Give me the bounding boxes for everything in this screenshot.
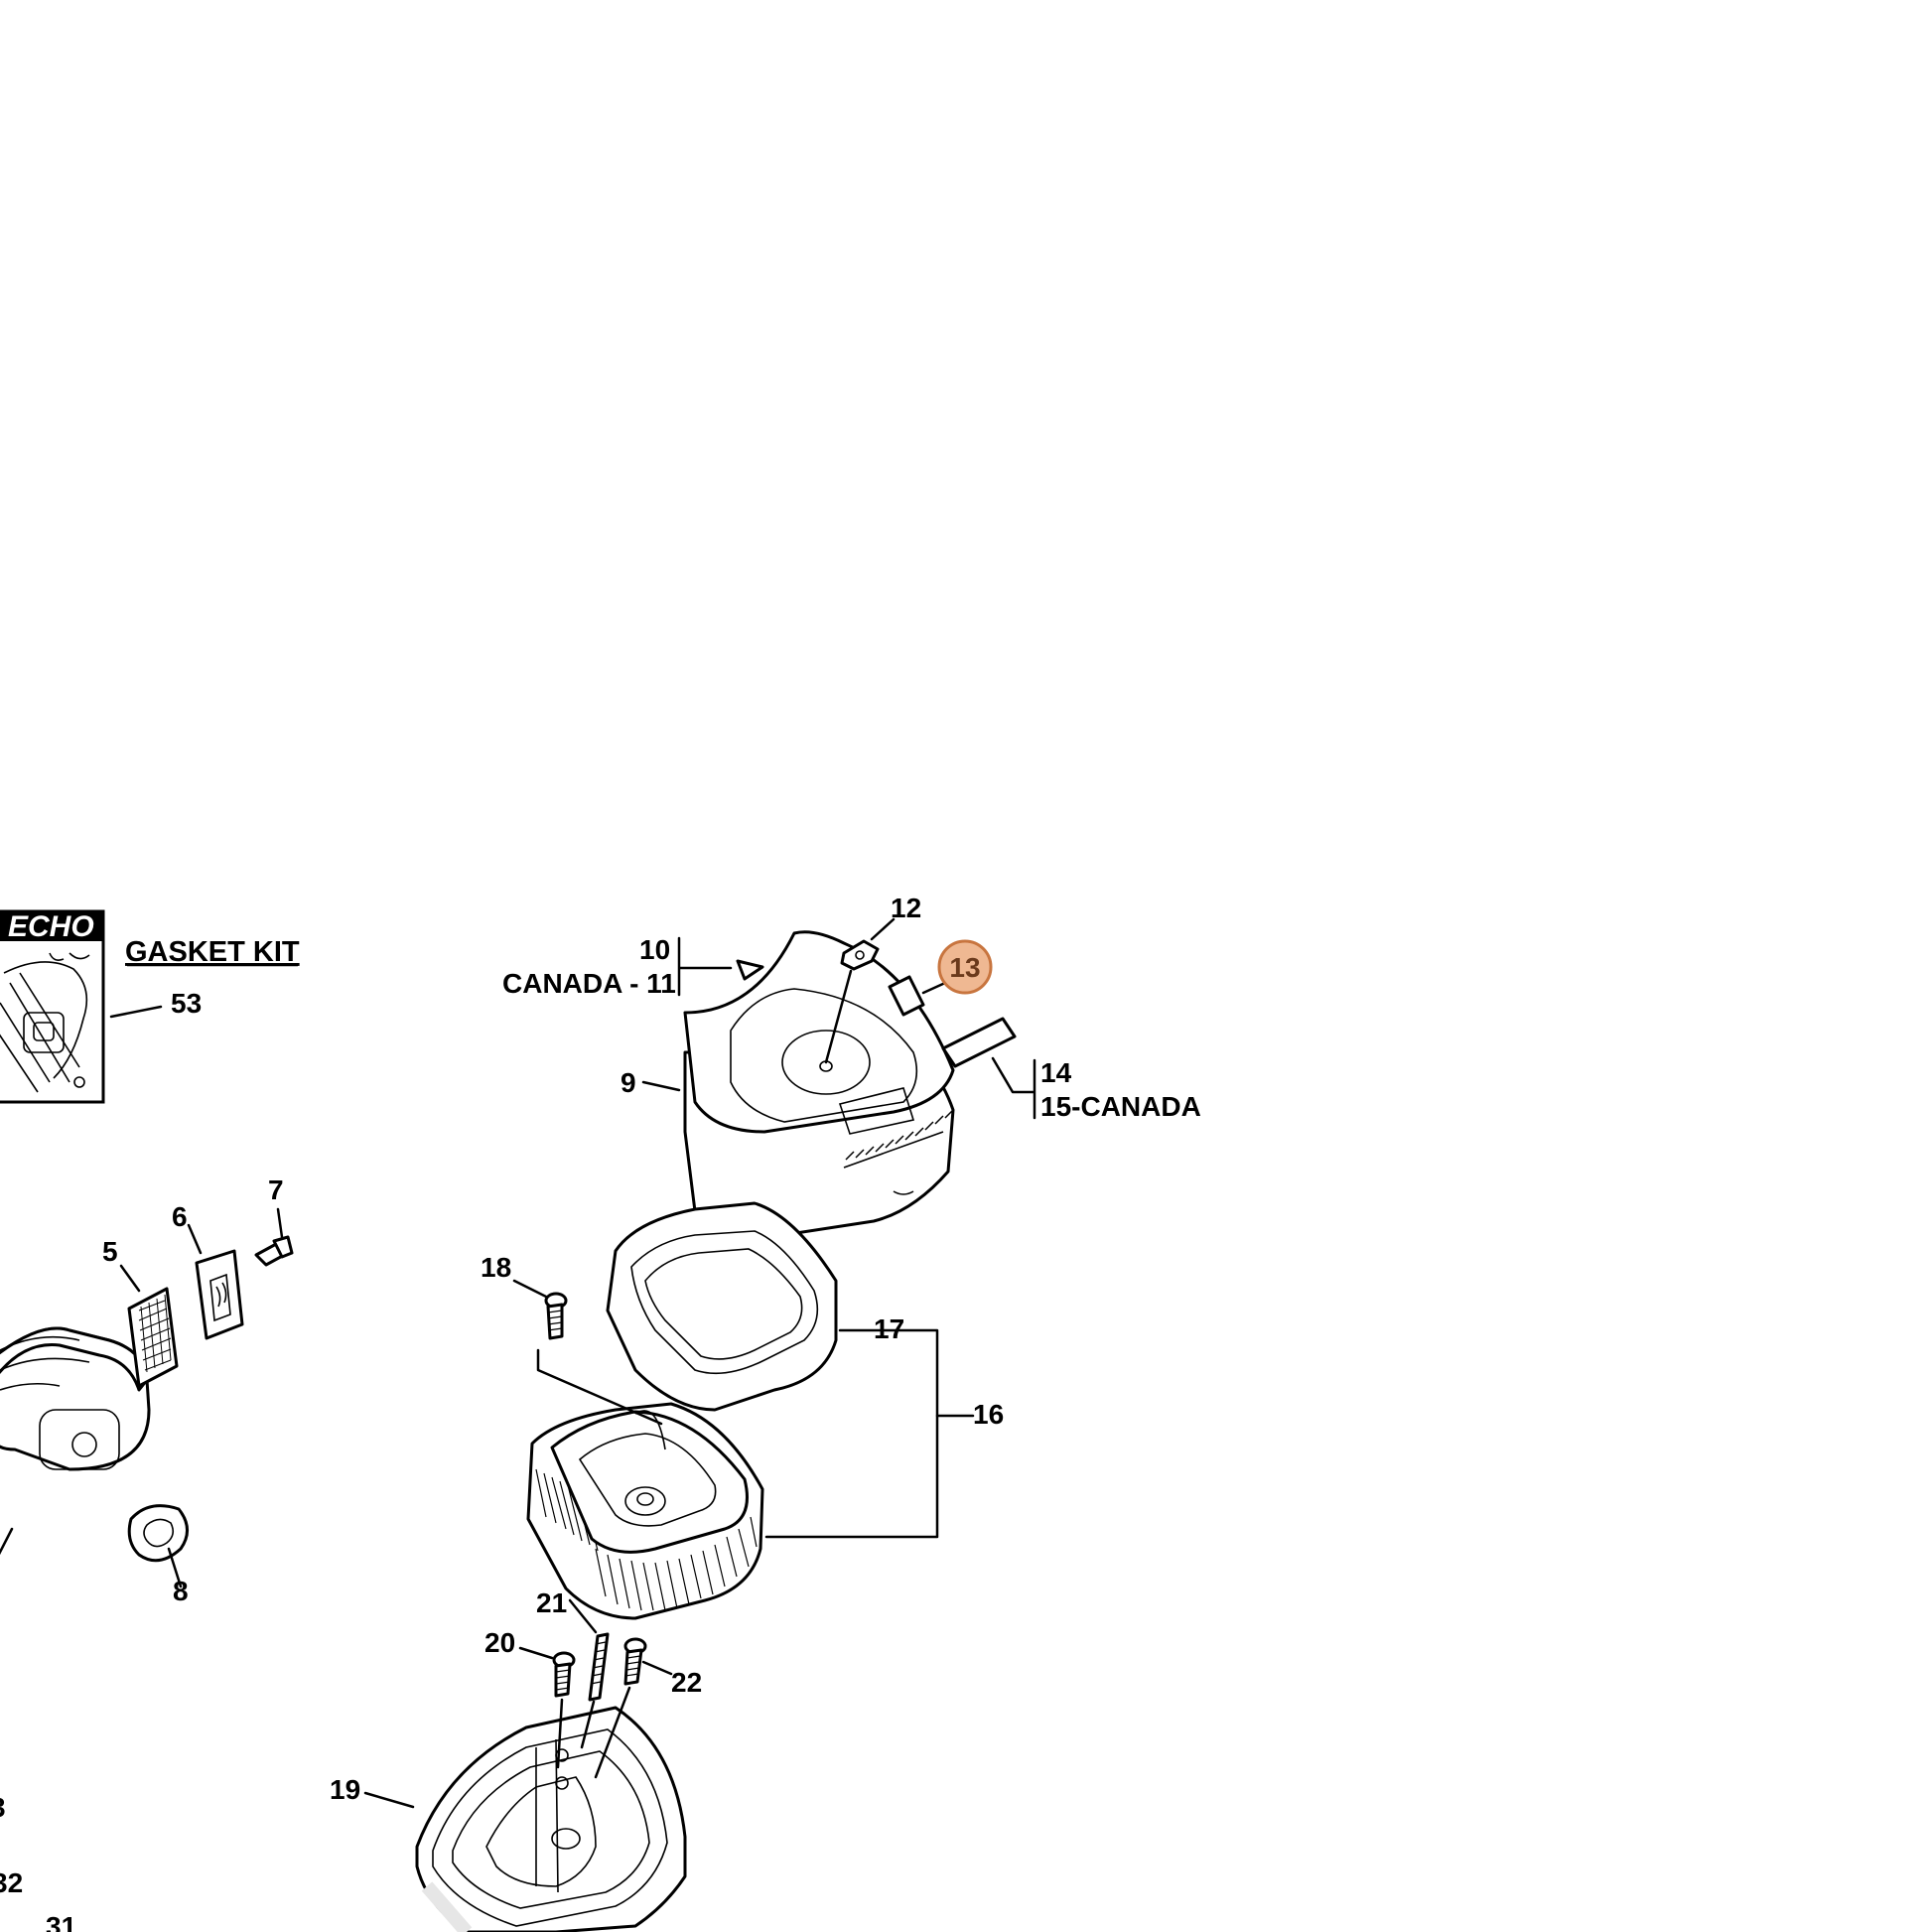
- stud-21-axis: [580, 1700, 596, 1749]
- callout-5[interactable]: 5: [102, 1236, 118, 1267]
- callout-16[interactable]: 16: [973, 1399, 1004, 1430]
- gasket-kit-title: GASKET KIT: [125, 936, 300, 968]
- leader-19: [363, 1791, 415, 1809]
- callout-18[interactable]: 18: [481, 1252, 511, 1283]
- leader-13: [921, 981, 947, 995]
- callout-21[interactable]: 21: [536, 1587, 567, 1618]
- bolt-22-axis: [594, 1686, 631, 1779]
- callout-15-canada[interactable]: 15-CANADA: [1040, 1091, 1201, 1122]
- leader-10: [677, 936, 733, 997]
- callout-10[interactable]: 10: [639, 934, 670, 965]
- leader-21: [568, 1598, 598, 1634]
- callout-22[interactable]: 22: [671, 1667, 702, 1698]
- bracket-16: [764, 1328, 939, 1539]
- label-13: [888, 975, 925, 1017]
- spark-arrestor-screen: [127, 1287, 179, 1388]
- callout-31[interactable]: 31: [46, 1911, 76, 1932]
- callout-32[interactable]: 32: [0, 1867, 23, 1898]
- callout-12[interactable]: 12: [891, 893, 921, 923]
- muffler-gasket: [127, 1504, 189, 1563]
- knob-axis: [824, 969, 853, 1064]
- callout-9[interactable]: 9: [621, 1067, 636, 1098]
- pre-filter: [606, 1201, 838, 1412]
- leader-5: [119, 1264, 141, 1293]
- callout-14[interactable]: 14: [1040, 1057, 1072, 1088]
- bolt-18-axis: [536, 1348, 663, 1426]
- leader-12: [870, 917, 896, 941]
- cover-knob: [840, 939, 880, 971]
- callout-8[interactable]: 8: [173, 1576, 189, 1606]
- stud-21: [588, 1632, 610, 1702]
- air-cleaner-cover: [683, 930, 955, 1243]
- callout-13[interactable]: 13: [949, 952, 980, 983]
- callout-6[interactable]: 6: [172, 1201, 188, 1232]
- gasket-kit-illustration: ECHO: [0, 909, 105, 1104]
- label-14: [941, 1017, 1017, 1068]
- callout-3[interactable]: 3: [0, 1792, 6, 1823]
- callout-canada-11[interactable]: CANADA - 11: [502, 968, 676, 999]
- exhaust-plate: [195, 1249, 244, 1340]
- leader-7: [276, 1207, 284, 1239]
- leader-20: [518, 1646, 554, 1660]
- bolt-22: [623, 1637, 647, 1686]
- leader-53: [109, 1005, 163, 1019]
- bolt-20-axis: [556, 1698, 564, 1769]
- leader-6: [187, 1223, 203, 1255]
- highlight-marker-13[interactable]: 13: [937, 939, 993, 995]
- callout-7[interactable]: 7: [268, 1174, 284, 1205]
- leader-22: [641, 1660, 673, 1676]
- air-filter-element: [526, 1402, 764, 1620]
- leader-8: [167, 1547, 183, 1588]
- air-cleaner-case: [415, 1706, 687, 1932]
- muffler-illustration: [0, 1326, 151, 1556]
- echo-logo: ECHO: [8, 910, 94, 943]
- leader-9: [641, 1080, 681, 1092]
- callout-19[interactable]: 19: [330, 1774, 360, 1805]
- callout-20[interactable]: 20: [484, 1627, 515, 1658]
- fitting: [254, 1235, 294, 1267]
- bolt-18: [544, 1292, 568, 1340]
- leader-14: [991, 1056, 1036, 1120]
- bolt-20: [552, 1651, 576, 1698]
- callout-53[interactable]: 53: [171, 988, 202, 1019]
- leader-18: [512, 1279, 548, 1299]
- part-10-shape: [736, 959, 764, 981]
- callout-17[interactable]: 17: [874, 1313, 904, 1344]
